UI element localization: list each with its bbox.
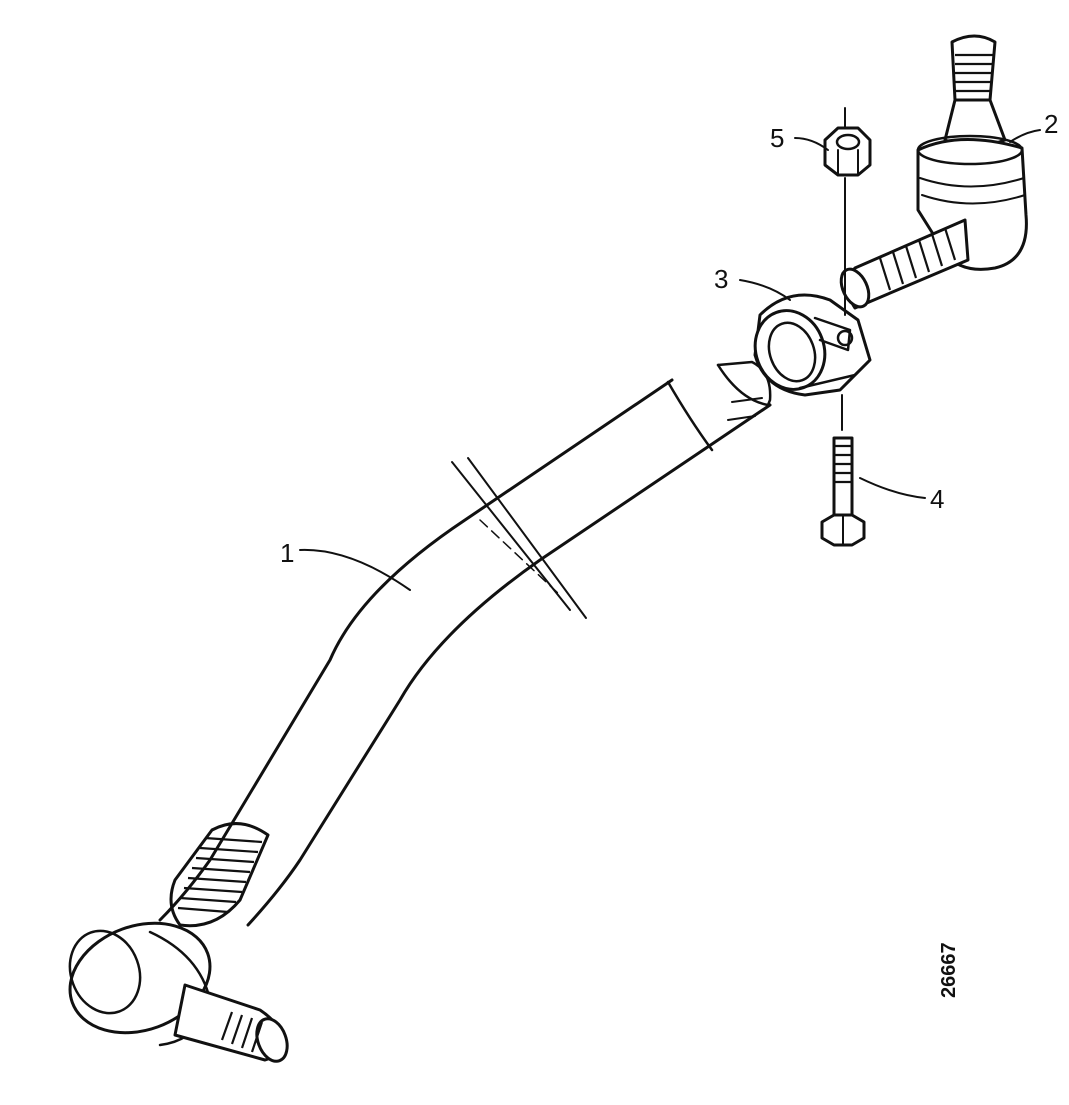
track-rod-step	[666, 380, 714, 452]
leader-3	[739, 279, 791, 301]
track-rod-thread	[169, 822, 270, 928]
leader-5	[794, 137, 829, 151]
break-mark-2	[467, 457, 587, 619]
lower-ball-joint	[68, 921, 289, 1063]
callout-2: 2	[1044, 109, 1058, 139]
leader-2	[1009, 129, 1041, 143]
callout-5: 5	[770, 123, 784, 153]
clamp	[753, 293, 872, 397]
track-rod-upper-edge	[158, 378, 674, 922]
track-rod-lower-edge	[246, 403, 772, 927]
track-rod	[68, 360, 772, 1063]
leader-lines	[299, 129, 1041, 591]
spline-slot	[727, 397, 763, 421]
callout-4: 4	[930, 484, 944, 514]
leader-1	[299, 548, 411, 591]
callout-3: 3	[714, 264, 728, 294]
leader-4	[859, 477, 926, 499]
centerline-dash	[479, 519, 561, 596]
ball-joint	[839, 34, 1028, 310]
bolt	[820, 394, 866, 547]
callout-1: 1	[280, 538, 294, 568]
nut	[823, 107, 872, 316]
figure-reference-number: 26667	[938, 942, 960, 998]
track-rod-step-2	[716, 363, 770, 407]
